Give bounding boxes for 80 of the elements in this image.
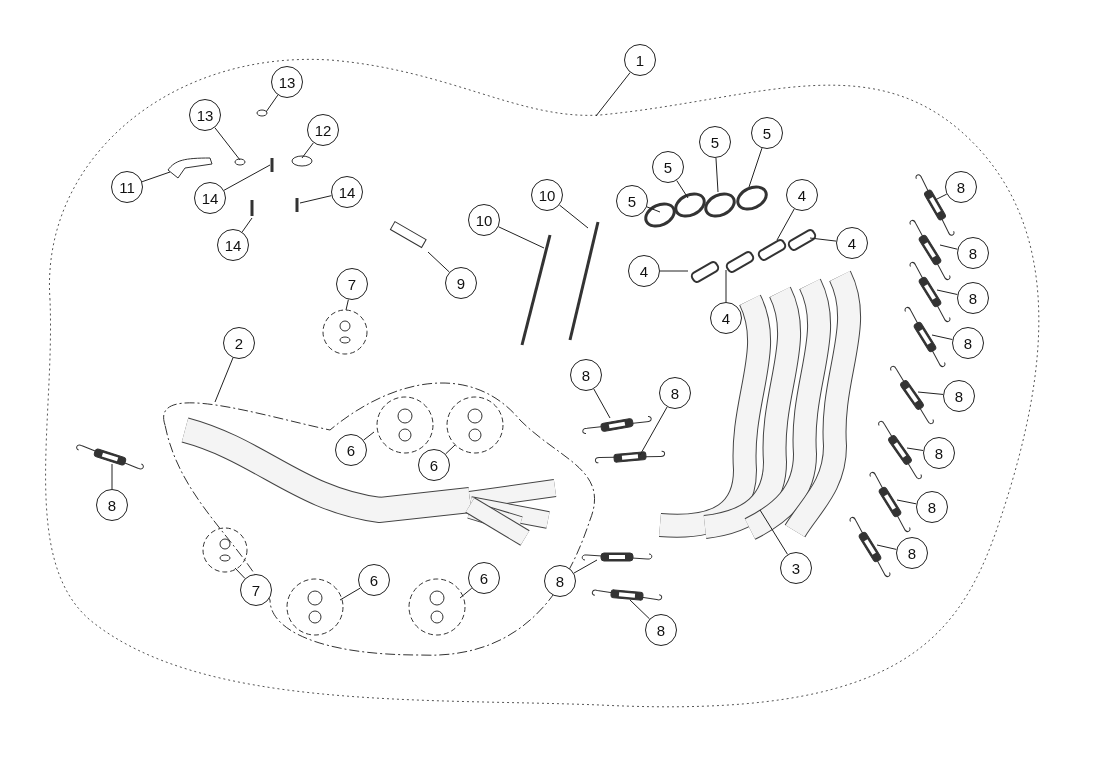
leader-line [363,431,375,441]
callout-number: 8 [945,171,977,203]
callout-number: 4 [836,227,868,259]
callout-number: 9 [445,267,477,299]
callout-number: 8 [896,537,928,569]
callout-number: 8 [544,565,576,597]
leader-line [427,251,450,273]
callout-number: 5 [616,185,648,217]
leader-line [936,289,958,296]
callout-number: 12 [307,114,339,146]
leader-line [876,544,897,550]
leader-line [558,204,589,229]
leader-line [299,195,332,204]
callout-number: 8 [957,237,989,269]
leader-line [339,587,361,601]
callout-number: 5 [652,151,684,183]
leader-line [896,499,917,505]
callout-number: 6 [335,434,367,466]
callout-number: 8 [659,377,691,409]
leader-line [345,299,349,311]
leader-line [659,270,689,272]
leader-line [265,94,279,113]
callout-number: 4 [628,255,660,287]
leader-line [445,444,456,455]
callout-number: 8 [952,327,984,359]
leader-line [748,147,763,188]
callout-number: 4 [710,302,742,334]
callout-number: 8 [957,282,989,314]
leader-line [715,157,719,193]
callout-number: 14 [331,176,363,208]
callout-number: 8 [943,380,975,412]
leader-line [459,587,473,599]
callout-number: 14 [194,182,226,214]
callout-number: 5 [751,117,783,149]
callout-number: 10 [468,204,500,236]
leader-line [676,179,689,199]
callout-number: 13 [189,99,221,131]
leader-line [646,206,661,213]
callout-number: 3 [780,552,812,584]
callout-number: 6 [358,564,390,596]
leader-line [939,244,958,250]
callout-number: 7 [240,574,272,606]
callout-number: 6 [468,562,500,594]
callout-number: 8 [645,614,677,646]
callout-number: 2 [223,327,255,359]
callout-number: 10 [531,179,563,211]
callout-number: 4 [786,179,818,211]
callout-number: 8 [916,491,948,523]
leader-line [223,164,271,191]
leader-line [931,334,953,341]
leader-line [214,357,234,403]
callout-number: 5 [699,126,731,158]
callout-number: 7 [336,268,368,300]
callout-number: 14 [217,229,249,261]
leader-line [111,463,113,490]
leader-line [629,599,650,620]
leader-line [573,559,598,574]
callout-number: 11 [111,171,143,203]
callout-number: 8 [96,489,128,521]
leader-line [234,567,246,579]
callout-number: 1 [624,44,656,76]
leader-line [934,193,948,201]
leader-line [593,388,611,419]
leader-line [725,269,727,303]
leader-line [595,72,631,117]
callout-number: 13 [271,66,303,98]
leader-line [214,127,241,161]
leader-line [639,406,668,456]
leader-line [917,391,944,395]
leader-line [809,237,837,242]
leader-line [906,447,924,452]
leader-line [498,226,545,249]
leader-line [241,217,253,233]
callout-number: 6 [418,449,450,481]
leader-line [141,171,171,183]
callout-number: 8 [570,359,602,391]
leader-line [776,208,795,241]
callout-number: 8 [923,437,955,469]
leader-line [301,142,314,159]
leader-line [759,509,789,555]
